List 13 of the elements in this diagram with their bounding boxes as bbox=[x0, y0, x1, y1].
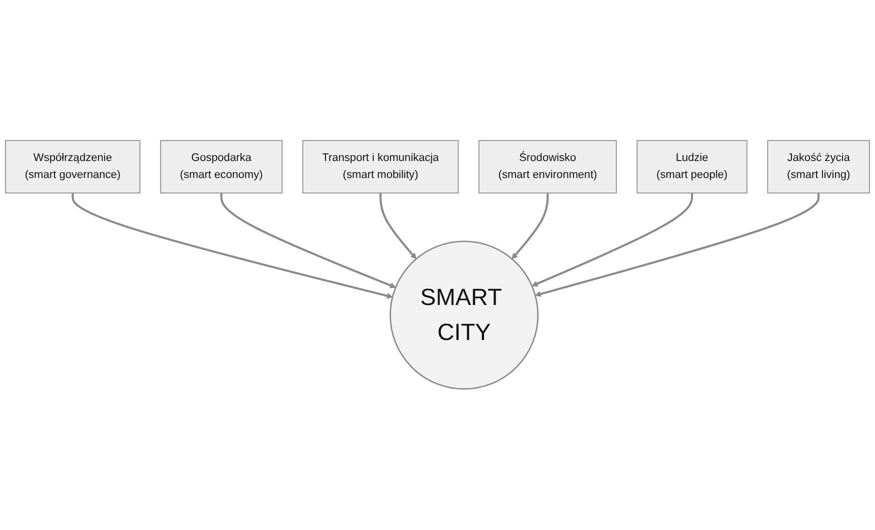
node-circle: SMART CITY bbox=[390, 240, 539, 390]
arrow bbox=[72, 193, 393, 300]
node-box: Środowisko (smart environment) bbox=[478, 140, 617, 194]
arrow bbox=[220, 193, 396, 288]
arrow bbox=[535, 193, 820, 298]
arrow bbox=[512, 193, 549, 260]
arrow bbox=[379, 193, 416, 260]
node-box: Gospodarka (smart economy) bbox=[160, 140, 283, 194]
node-box: Jakość życia (smart living) bbox=[767, 140, 870, 194]
node-box: Ludzie (smart people) bbox=[636, 140, 748, 194]
arrow bbox=[532, 193, 694, 287]
node-box: Współrządzenie (smart governance) bbox=[5, 140, 140, 194]
node-box: Transport i komunikacja (smart mobility) bbox=[302, 140, 459, 194]
